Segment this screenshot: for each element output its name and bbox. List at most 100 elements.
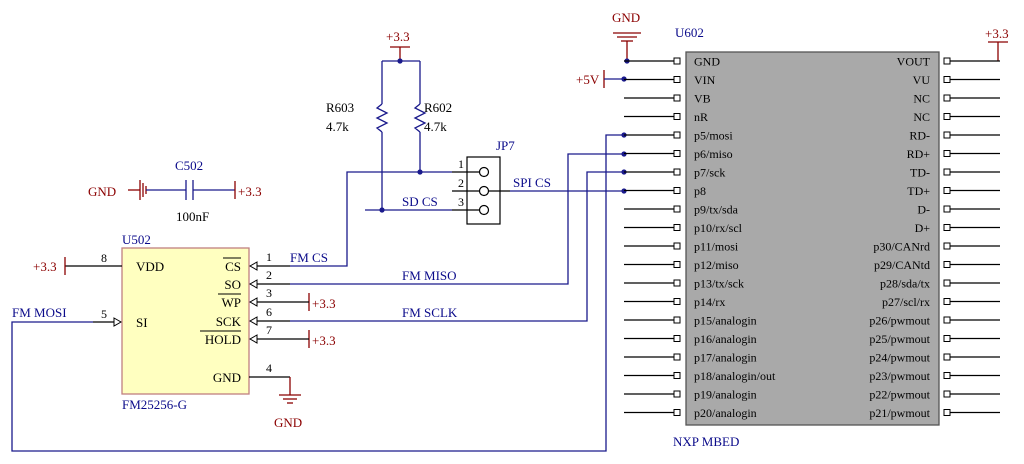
- r602-ref: R602: [424, 100, 452, 115]
- mbed-left-pin-label: p17/analogin: [694, 351, 757, 365]
- mbed-right-pin-marker: [943, 335, 951, 342]
- mbed-left-pin-marker: [673, 131, 681, 139]
- mbed-right-pin-label: TD+: [907, 184, 930, 198]
- mbed-right-pin-marker: [943, 390, 951, 398]
- r-vcc-label: +3.3: [386, 29, 410, 44]
- mbed-left-pin-label: p9/tx/sda: [694, 203, 739, 217]
- u602-gnd-label: GND: [612, 10, 640, 25]
- jp7-pin1: 1: [458, 157, 464, 171]
- mbed-right-pin-marker: [943, 113, 951, 120]
- jp7-ref: JP7: [496, 138, 515, 153]
- mbed-left-pin-label: p14/rx: [694, 295, 725, 309]
- mbed-left-pin-marker: [673, 353, 681, 361]
- mbed-left-pin-marker: [673, 279, 681, 287]
- u602-part: NXP MBED: [673, 434, 739, 449]
- u502-pin1: 1: [266, 250, 272, 264]
- mbed-left-pin-marker: [673, 57, 681, 65]
- mbed-right-pin-marker: [943, 57, 951, 65]
- mbed-right-pin-label: RD-: [909, 129, 930, 143]
- u502-si: SI: [136, 315, 148, 330]
- mbed-right-pin-marker: [943, 205, 951, 213]
- mbed-left-pin-label: VB: [694, 92, 711, 106]
- mbed-right-pin-marker: [943, 150, 951, 157]
- mbed-left-pin-label: p6/miso: [694, 147, 733, 161]
- mbed-left-pin-marker: [673, 113, 681, 120]
- mbed-right-pin-label: D-: [917, 203, 930, 217]
- u502-pin7: 7: [266, 323, 272, 337]
- mbed-right-pin-label: p21/pwmout: [869, 406, 930, 420]
- jp7-pin3: 3: [458, 195, 464, 209]
- mbed-right-pin-marker: [943, 372, 951, 379]
- mbed-right-pin-label: p24/pwmout: [869, 351, 930, 365]
- resistor-pair: +3.3 R603 4.7k R602 4.7k: [326, 29, 452, 213]
- mbed-right-pin-marker: [943, 409, 951, 416]
- mbed-left-pin-marker: [673, 298, 681, 305]
- mbed-right-pin-marker: [943, 298, 951, 305]
- mbed-left-pin-label: nR: [694, 110, 708, 124]
- mbed-left-pin-marker: [673, 372, 681, 379]
- mbed-right-pin-label: p25/pwmout: [869, 332, 930, 346]
- mbed-right-pin-label: RD+: [907, 147, 931, 161]
- mbed-left-pin-label: p7/sck: [694, 166, 725, 180]
- u502-vdd: VDD: [136, 259, 164, 274]
- mbed-left-pin-label: GND: [694, 55, 720, 69]
- mbed-left-pin-label: p8: [694, 184, 706, 198]
- hold-vcc-label: +3.3: [312, 333, 336, 348]
- mbed-left-pin-marker: [673, 335, 681, 342]
- mbed-left-pin-label: p11/mosi: [694, 240, 739, 254]
- u502-hold: HOLD: [205, 332, 241, 347]
- c502-vcc-label: +3.3: [238, 184, 262, 199]
- ic-u502: U502 FM25256-G +3.3 8 VDD 5 SI 1 2 3 6 7: [33, 232, 336, 430]
- mbed-right-pin-label: p29/CANtd: [874, 258, 930, 272]
- mbed-right-pin-label: p27/scl/rx: [882, 295, 930, 309]
- u502-wp: WP: [222, 295, 242, 310]
- mbed-right-pin-label: p30/CANrd: [873, 240, 930, 254]
- u502-ref: U502: [122, 232, 151, 247]
- mbed-left-pin-marker: [673, 150, 681, 157]
- mbed-right-pin-marker: [943, 94, 951, 102]
- mbed-right-pin-label: VOUT: [897, 55, 931, 69]
- mbed-left-pin-marker: [673, 94, 681, 102]
- net-fm-miso: FM MISO: [402, 268, 457, 283]
- mbed-left-pin-marker: [673, 187, 681, 194]
- u502-pin5: 5: [101, 307, 107, 321]
- mbed-left-pin-label: p15/analogin: [694, 314, 757, 328]
- mbed-left-pin-marker: [673, 316, 681, 324]
- r603-ref: R603: [326, 100, 354, 115]
- c502-gnd-label: GND: [88, 184, 116, 199]
- mbed-right-pin-label: p26/pwmout: [869, 314, 930, 328]
- mbed-left-pin-label: p19/analogin: [694, 388, 757, 402]
- net-sd-cs: SD CS: [402, 194, 438, 209]
- mbed-right-pin-marker: [943, 224, 951, 231]
- mbed-right-pin-marker: [943, 353, 951, 361]
- mbed-right-pin-marker: [943, 187, 951, 194]
- mbed-left-pin-marker: [673, 76, 681, 83]
- mbed-left-pin-label: p13/tx/sck: [694, 277, 744, 291]
- mbed-left-pin-label: p10/rx/scl: [694, 221, 743, 235]
- mbed-right-pin-marker: [943, 242, 951, 250]
- mbed-right-pin-marker: [943, 279, 951, 287]
- u502-pin4: 4: [266, 361, 272, 375]
- mbed-right-pin-marker: [943, 261, 951, 268]
- mbed-left-pin-marker: [673, 409, 681, 416]
- mbed-left-pin-label: p5/mosi: [694, 129, 733, 143]
- mbed-right-pin-label: p28/sda/tx: [880, 277, 930, 291]
- mbed-left-pin-marker: [673, 224, 681, 231]
- mbed-left-pin-label: p18/analogin/out: [694, 369, 776, 383]
- c502-value: 100nF: [176, 209, 209, 224]
- mbed-left-pin-label: VIN: [694, 73, 716, 87]
- ic-u602: U602 NXP MBED GND +5V +3.3 GNDVINVBnRp5/…: [576, 10, 1009, 449]
- wp-vcc-label: +3.3: [312, 296, 336, 311]
- mbed-left-pin-marker: [673, 168, 681, 176]
- net-fm-mosi: FM MOSI: [12, 305, 67, 320]
- mbed-right-pin-marker: [943, 76, 951, 83]
- u502-pin2: 2: [266, 268, 272, 282]
- mbed-right-pin-label: TD-: [910, 166, 930, 180]
- capacitor-c502: C502 100nF GND +3.3: [88, 158, 262, 224]
- u502-pin8: 8: [101, 251, 107, 265]
- mbed-left-pin-label: p16/analogin: [694, 332, 757, 346]
- mbed-left-pin-label: p12/miso: [694, 258, 739, 272]
- u502-part: FM25256-G: [122, 397, 187, 412]
- jp7-pin2: 2: [458, 176, 464, 190]
